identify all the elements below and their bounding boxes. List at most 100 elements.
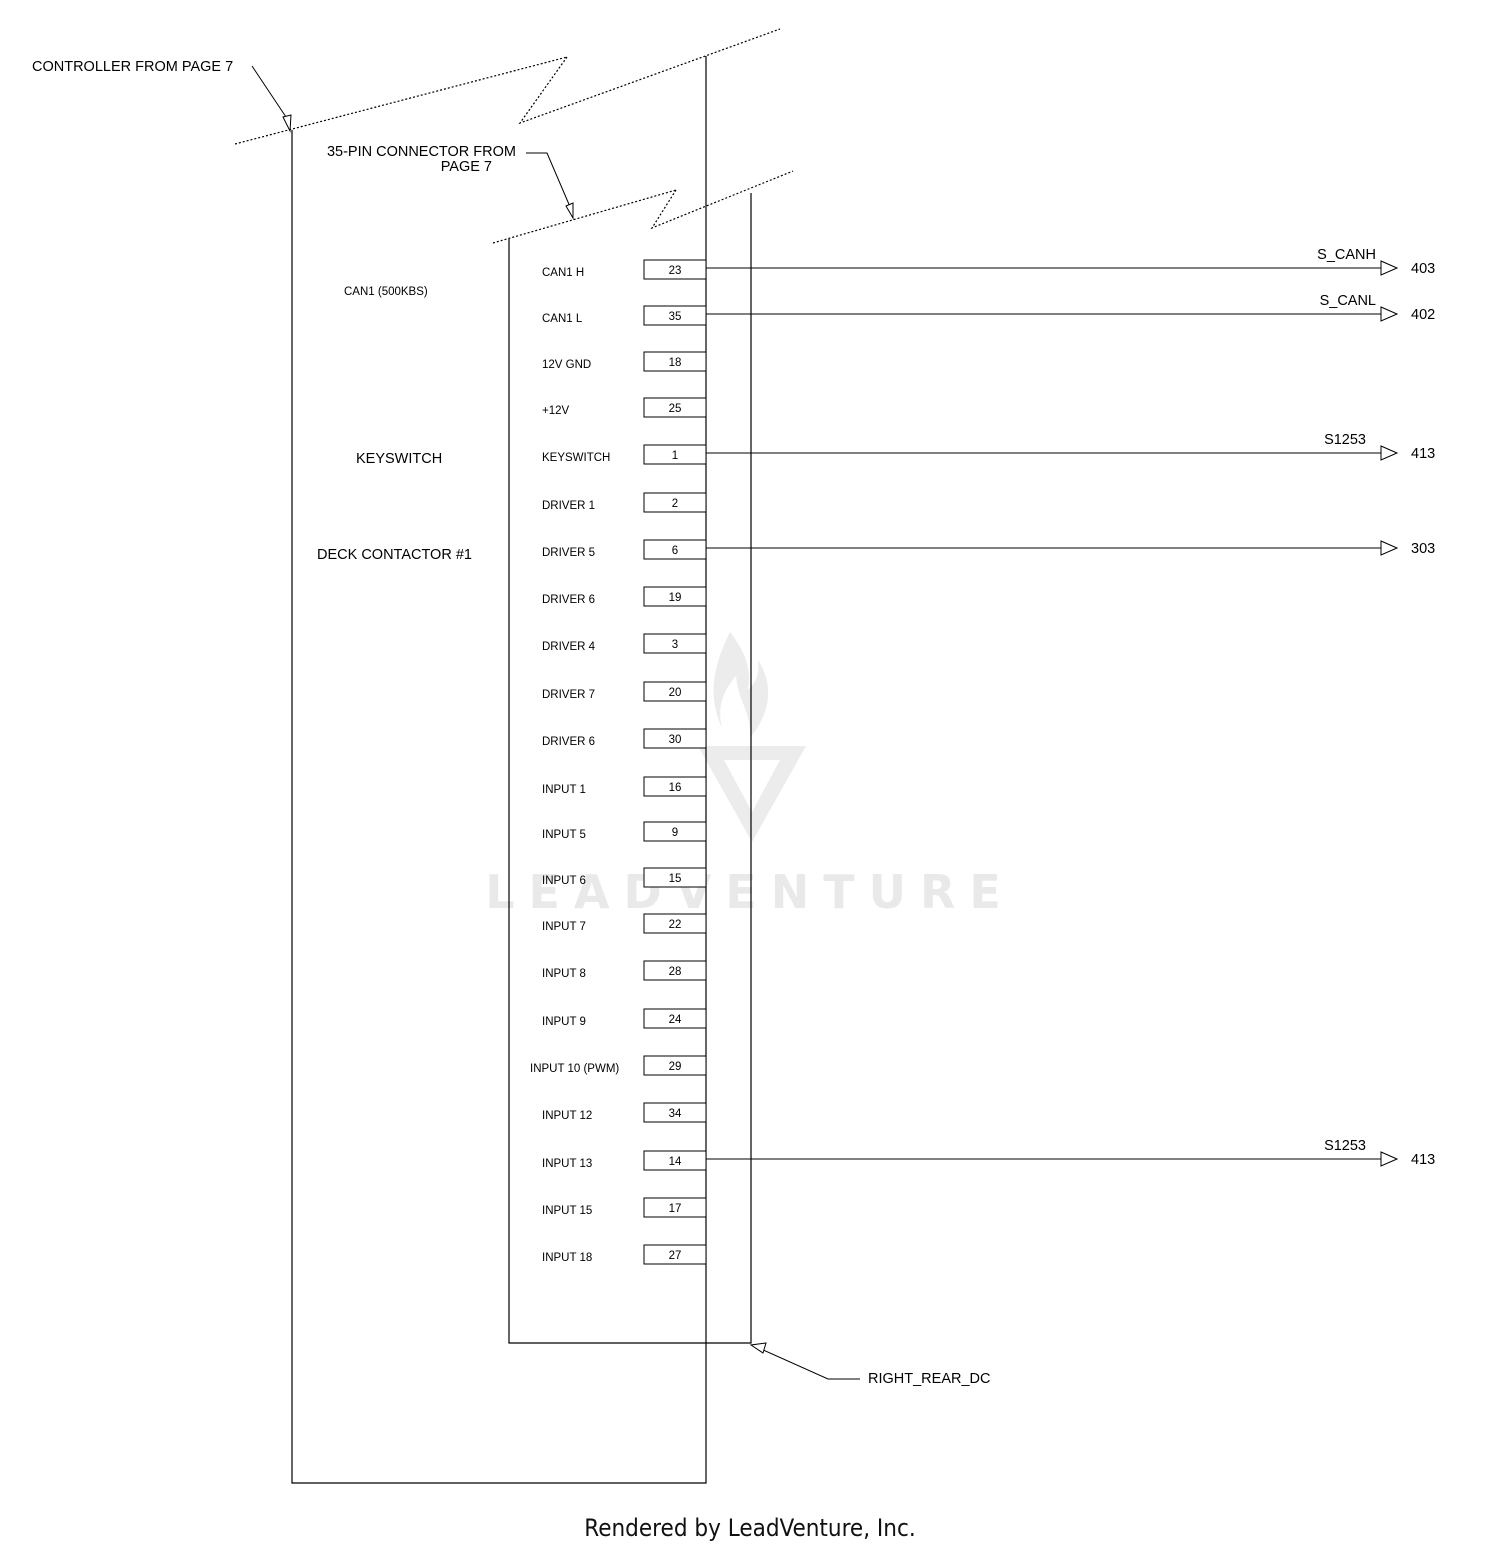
pin-box (643, 1008, 707, 1029)
controller-break-zigzag (518, 28, 781, 125)
pin-row: KEYSWITCH 1 S1253 413 (542, 432, 1435, 465)
pin-box (643, 351, 707, 372)
connector-block (492, 170, 794, 1344)
pin-label: CAN1 L (542, 313, 583, 325)
pin-number: 30 (669, 734, 682, 746)
controller-break-left (234, 56, 568, 145)
pin-number: 35 (669, 311, 682, 323)
pin-box (643, 960, 707, 981)
connector-ref-label-line1: 35-PIN CONNECTOR FROM (327, 144, 516, 160)
pin-row: DRIVER 6 30 (542, 728, 707, 749)
offpage-arrow-icon (1380, 540, 1399, 556)
pin-row: INPUT 8 28 (542, 960, 707, 981)
pin-row: INPUT 6 15 (542, 867, 707, 888)
leaders (251, 65, 860, 1380)
controller-outline (291, 56, 707, 1484)
pin-number: 20 (669, 687, 682, 699)
keyswitch-group-label: KEYSWITCH (356, 451, 442, 467)
pin-label: INPUT 13 (542, 1158, 592, 1170)
rrdc-leader-arrowhead (749, 1342, 767, 1354)
pin-box (643, 305, 707, 326)
pin-box (643, 397, 707, 418)
pin-number: 6 (672, 545, 678, 557)
connector-leader-arrowhead (565, 202, 574, 220)
pin-box (643, 1197, 707, 1218)
offpage-arrow-icon (1380, 260, 1399, 276)
controller-block (234, 28, 781, 1484)
pin-number: 22 (669, 919, 682, 931)
wire-destination: 402 (1411, 307, 1435, 323)
connector-outline (508, 193, 752, 1344)
pin-box (643, 1055, 707, 1076)
pin-number: 25 (669, 403, 682, 415)
wire-destination: 303 (1411, 541, 1435, 557)
pin-row: INPUT 10 (PWM) 29 (530, 1055, 707, 1076)
pin-number: 28 (669, 966, 682, 978)
pin-label: DRIVER 6 (542, 594, 595, 606)
pin-label: DRIVER 4 (542, 641, 596, 653)
footer-credit: Rendered by LeadVenture, Inc. (584, 1514, 915, 1542)
pin-number: 9 (672, 827, 678, 839)
pin-number: 14 (669, 1156, 682, 1168)
pin-number: 15 (669, 873, 682, 885)
pin-label: INPUT 15 (542, 1205, 592, 1217)
pin-box (643, 444, 707, 465)
connector-break-zigzag (650, 170, 794, 230)
pin-row: INPUT 12 34 (542, 1102, 707, 1123)
connector-name-label: RIGHT_REAR_DC (868, 1371, 990, 1387)
pin-number: 29 (669, 1061, 682, 1073)
pin-box (643, 1244, 707, 1265)
pin-label: INPUT 10 (PWM) (530, 1063, 619, 1075)
wire-destination: 403 (1411, 261, 1435, 277)
pin-box (643, 913, 707, 934)
pin-label: INPUT 6 (542, 875, 586, 887)
pin-number: 27 (669, 1250, 682, 1262)
pin-label: DRIVER 7 (542, 689, 595, 701)
connector-break-left (492, 189, 677, 244)
pin-label: DRIVER 5 (542, 547, 595, 559)
offpage-arrow-icon (1380, 306, 1399, 322)
pin-label: KEYSWITCH (542, 452, 610, 464)
pin-number: 1 (672, 450, 678, 462)
pin-label: 12V GND (542, 359, 591, 371)
pin-box (643, 539, 707, 560)
watermark-text: LEADVENTURE (485, 865, 1015, 919)
wire-name: S1253 (1324, 432, 1366, 448)
pin-number: 34 (669, 1108, 682, 1120)
pin-label: INPUT 1 (542, 784, 586, 796)
pin-box (643, 259, 707, 280)
pin-label: DRIVER 1 (542, 500, 595, 512)
connector-leader-line (526, 152, 572, 210)
pin-label: INPUT 8 (542, 968, 586, 980)
pin-box (643, 1102, 707, 1123)
pin-label: INPUT 12 (542, 1110, 592, 1122)
pin-number: 24 (669, 1014, 682, 1026)
controller-leader-line (251, 65, 289, 121)
wire-destination: 413 (1411, 1152, 1435, 1168)
pin-number: 3 (672, 639, 678, 651)
pin-box (643, 633, 707, 654)
rrdc-leader-line (760, 1348, 860, 1380)
pin-box (643, 821, 707, 842)
pin-box (643, 1150, 707, 1171)
pin-box (643, 728, 707, 749)
wire-name: S_CANH (1317, 247, 1376, 263)
pin-label: DRIVER 6 (542, 736, 595, 748)
connector-ref-label-line2: PAGE 7 (441, 159, 492, 175)
pin-box (643, 492, 707, 513)
offpage-arrow-icon (1380, 1151, 1399, 1167)
pin-box (643, 867, 707, 888)
wire-destination: 413 (1411, 446, 1435, 462)
pin-label: INPUT 7 (542, 921, 586, 933)
